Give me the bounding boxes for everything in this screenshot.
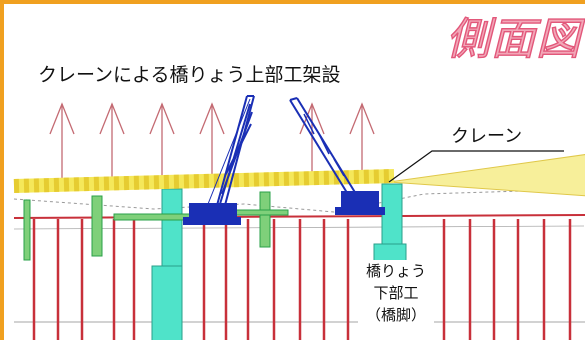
crane-left: [183, 95, 255, 225]
terrain-line: [13, 188, 585, 213]
crane-pointer-line: [388, 150, 564, 183]
piers: [151, 183, 407, 340]
piles: [32, 219, 572, 340]
highlight-cone: [388, 154, 585, 197]
caption: クレーンによる橋りょう上部工架設: [38, 64, 341, 86]
temporary-supports: [23, 191, 289, 261]
crane-right: [289, 97, 385, 215]
girder: [13, 169, 395, 193]
view-title: 側面図: [445, 14, 581, 65]
crane-label: クレーン: [451, 126, 523, 147]
pier-label-line2: 下部工: [373, 284, 419, 302]
pier-label-line3: （橋脚）: [365, 306, 426, 324]
pier-label-line1: 橋りょう: [365, 262, 426, 280]
side-elevation-drawing: [13, 95, 585, 340]
deck-line: [13, 214, 585, 219]
pier-label: 橋りょう 下部工 （橋脚）: [358, 260, 434, 340]
